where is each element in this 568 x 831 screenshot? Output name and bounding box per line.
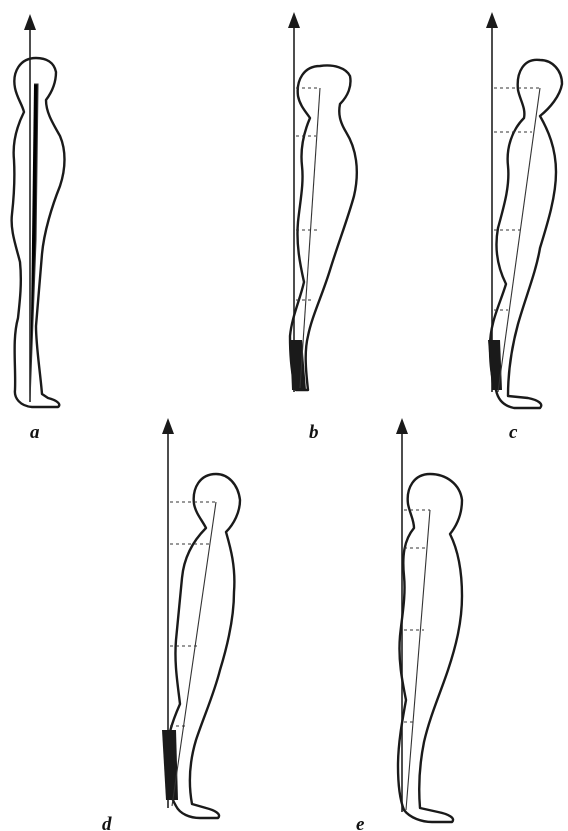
arrow-head xyxy=(396,418,408,434)
panel-label-a: a xyxy=(30,422,40,443)
panel-d: d xyxy=(102,418,240,831)
shadow-legs xyxy=(162,730,178,800)
body-axis xyxy=(406,510,430,810)
panel-b: b xyxy=(288,12,357,443)
panel-e: e xyxy=(356,418,462,831)
body-axis xyxy=(300,88,320,388)
shadow-legs xyxy=(488,340,502,390)
body-outline xyxy=(398,474,462,822)
body-axis xyxy=(498,88,540,392)
body-axis xyxy=(172,502,216,806)
arrow-head xyxy=(162,418,174,434)
panel-a: a xyxy=(12,14,65,443)
panel-c: c xyxy=(486,12,562,443)
panel-label-e: e xyxy=(356,814,365,831)
arrow-head xyxy=(288,12,300,28)
panel-label-d: d xyxy=(102,814,112,831)
arrow-head xyxy=(486,12,498,28)
panel-label-c: c xyxy=(509,422,518,443)
panel-label-b: b xyxy=(309,422,319,443)
shadow-legs xyxy=(290,340,306,390)
arrow-head xyxy=(24,14,36,30)
body-outline xyxy=(490,60,562,408)
